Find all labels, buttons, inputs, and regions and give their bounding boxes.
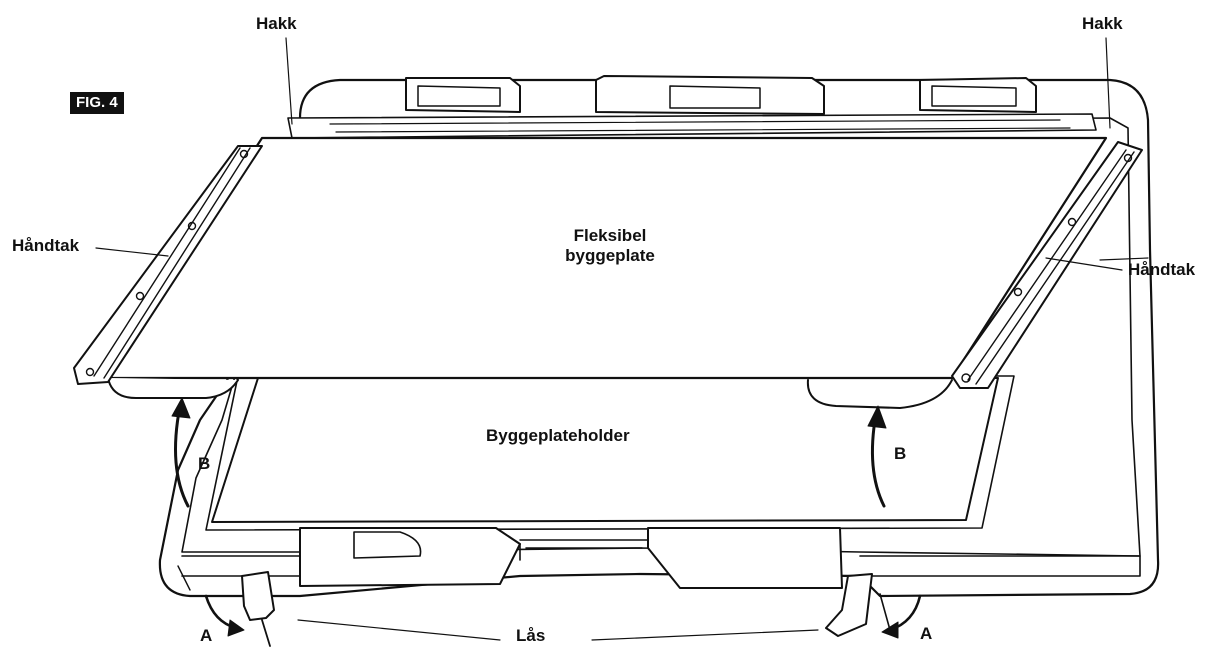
right-handle bbox=[951, 141, 1149, 389]
label-notch-right: Hakk bbox=[1082, 14, 1123, 33]
left-handle bbox=[73, 145, 263, 385]
figure-badge: FIG. 4 bbox=[70, 92, 124, 114]
label-flex-plate: Fleksibel byggeplate bbox=[540, 226, 680, 266]
arrow-b-left bbox=[171, 397, 191, 508]
label-arrow-a-right: A bbox=[920, 624, 933, 643]
front-housings bbox=[299, 527, 843, 589]
lock-right bbox=[825, 573, 891, 637]
label-arrow-b-left: B bbox=[198, 454, 211, 473]
label-plate-holder: Byggeplateholder bbox=[486, 426, 630, 445]
label-notch-left: Hakk bbox=[256, 14, 297, 33]
arrow-b-right bbox=[867, 405, 887, 508]
arrow-a-right bbox=[881, 594, 922, 639]
label-arrow-b-right: B bbox=[894, 444, 907, 463]
arrow-a-left bbox=[204, 594, 245, 637]
lock-left bbox=[241, 571, 275, 647]
top-tabs bbox=[287, 75, 1097, 139]
label-flex-plate-line2: byggeplate bbox=[565, 246, 655, 265]
leader-lines bbox=[95, 37, 1123, 641]
label-handle-right: Håndtak bbox=[1128, 260, 1196, 279]
label-handle-left: Håndtak bbox=[12, 236, 80, 255]
label-flex-plate-line1: Fleksibel bbox=[573, 226, 647, 245]
label-lock: Lås bbox=[516, 626, 546, 645]
label-arrow-a-left: A bbox=[200, 626, 213, 645]
